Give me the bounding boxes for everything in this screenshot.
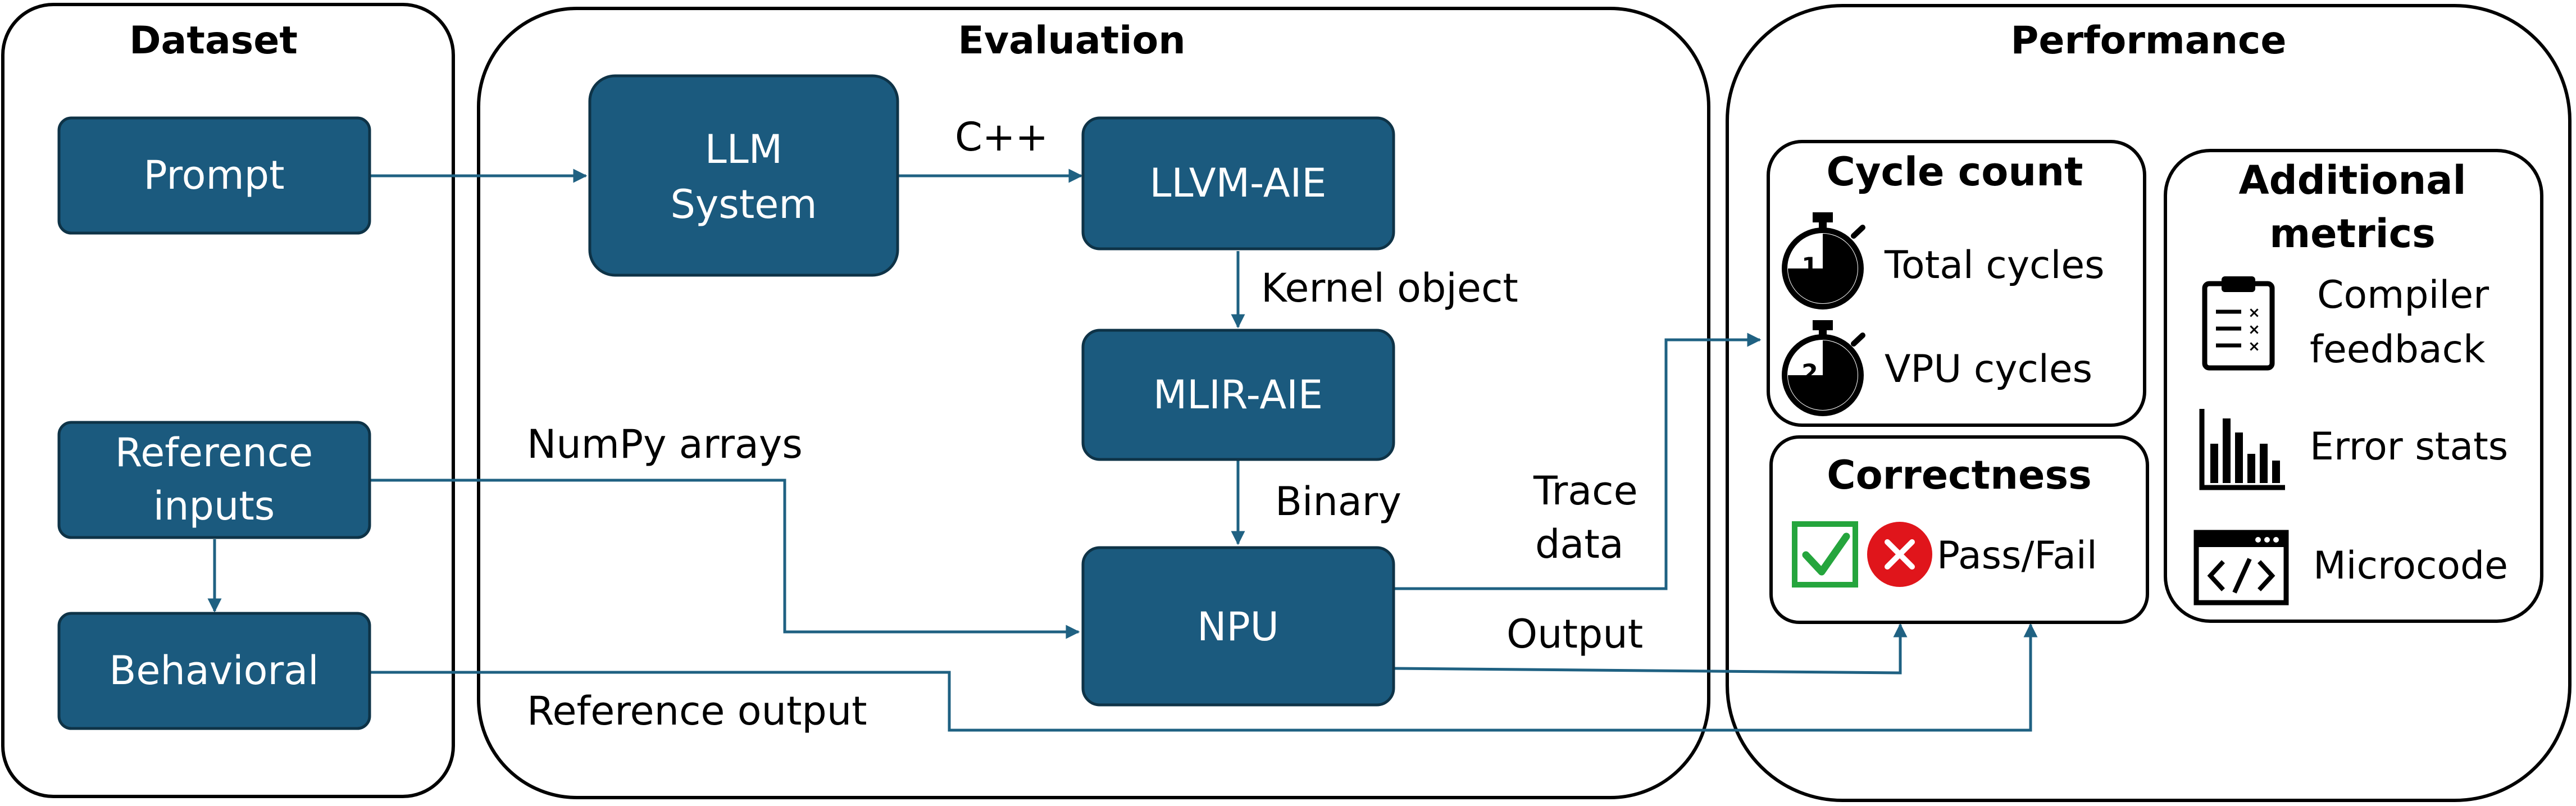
correctness-box: Correctness Pass/Fail xyxy=(1769,435,2149,624)
clipboard-checklist-icon: × × × xyxy=(2202,276,2275,371)
stopwatch-2-icon: 2 xyxy=(1782,320,1865,416)
edge-label-kernel-object: Kernel object xyxy=(1261,265,1518,311)
bar-chart-icon xyxy=(2199,409,2285,490)
stopwatch-2-number: 2 xyxy=(1801,359,1818,386)
cycle-count-box: Cycle count 1 Total cycles 2 VPU cycles xyxy=(1767,140,2146,427)
box-llm-system-line1: LLM xyxy=(705,126,782,172)
additional-metrics-title-line1: Additional xyxy=(2239,157,2466,203)
box-prompt-label: Prompt xyxy=(143,152,284,198)
edge-label-binary: Binary xyxy=(1275,479,1401,525)
edge-label-numpy-arrays: NumPy arrays xyxy=(527,421,803,467)
panel-title-performance: Performance xyxy=(2011,19,2287,63)
box-reference-inputs-line2: inputs xyxy=(153,483,275,529)
stopwatch-1-number: 1 xyxy=(1801,252,1818,280)
flow-connectors xyxy=(207,169,2038,732)
arrow-trace-cyclecount xyxy=(1393,333,1762,590)
correctness-title: Correctness xyxy=(1827,452,2092,498)
arrow-refinputs-npu xyxy=(370,479,1080,639)
panel-title-dataset: Dataset xyxy=(129,19,298,63)
cycle-count-item-vpu: VPU cycles xyxy=(1885,347,2092,391)
checkbox-check-icon xyxy=(1792,521,1858,588)
cycle-count-item-total: Total cycles xyxy=(1884,243,2105,288)
additional-metrics-box: Additional metrics × × × Compiler feedba… xyxy=(2164,149,2543,623)
box-npu-label: NPU xyxy=(1197,604,1279,650)
edge-label-reference-output: Reference output xyxy=(527,688,867,734)
box-behavioral: Behavioral xyxy=(57,612,371,730)
additional-metrics-compiler-line1: Compiler xyxy=(2317,273,2489,317)
stopwatch-1-icon: 1 xyxy=(1782,212,1865,309)
additional-metrics-microcode: Microcode xyxy=(2313,544,2508,588)
additional-metrics-compiler-line2: feedback xyxy=(2310,327,2486,372)
box-behavioral-label: Behavioral xyxy=(109,648,318,694)
box-mlir-aie: MLIR-AIE xyxy=(1081,329,1395,461)
box-llm-system: LLM System xyxy=(588,74,899,277)
box-npu: NPU xyxy=(1081,546,1395,707)
additional-metrics-error-stats: Error stats xyxy=(2310,425,2508,469)
box-llvm-aie-label: LLVM-AIE xyxy=(1149,160,1326,206)
cycle-count-title: Cycle count xyxy=(1826,149,2083,195)
edge-label-cpp: C++ xyxy=(955,114,1048,160)
correctness-label: Pass/Fail xyxy=(1937,534,2097,578)
arrow-output-correctness xyxy=(1392,623,1908,675)
svg-text:×: × xyxy=(2248,321,2260,338)
arrow-refoutput-correctness xyxy=(370,623,2038,732)
additional-metrics-title-line2: metrics xyxy=(2269,211,2436,257)
svg-text:×: × xyxy=(2248,304,2260,321)
box-llvm-aie: LLVM-AIE xyxy=(1081,116,1395,251)
edge-label-trace-data-line2: data xyxy=(1535,521,1624,567)
edge-label-trace-data-line1: Trace xyxy=(1533,468,1638,514)
box-reference-inputs: Reference inputs xyxy=(57,421,371,539)
code-window-icon xyxy=(2193,530,2289,605)
red-x-circle-icon xyxy=(1867,522,1932,587)
box-mlir-aie-label: MLIR-AIE xyxy=(1153,372,1323,418)
panel-title-evaluation: Evaluation xyxy=(958,19,1185,63)
svg-text:×: × xyxy=(2248,338,2260,355)
edge-label-output: Output xyxy=(1507,611,1643,657)
box-prompt: Prompt xyxy=(57,116,371,235)
box-llm-system-line2: System xyxy=(670,181,817,227)
box-reference-inputs-line1: Reference xyxy=(115,430,313,476)
